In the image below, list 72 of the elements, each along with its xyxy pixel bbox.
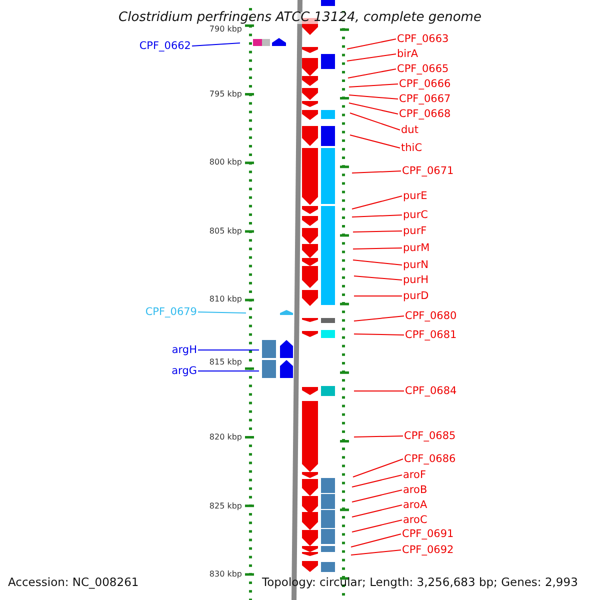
leader-line bbox=[348, 84, 398, 88]
gene-label: aroA bbox=[403, 499, 428, 511]
axis-tick-label: 800 kbp bbox=[208, 158, 243, 166]
leader-line bbox=[348, 102, 398, 114]
gene-label: CPF_0679 bbox=[145, 306, 197, 318]
leader-line bbox=[352, 490, 402, 502]
leader-line bbox=[346, 38, 396, 50]
axis-tick-label: 820 kbp bbox=[208, 432, 243, 442]
leader-line bbox=[198, 312, 246, 314]
genome-info-text: Topology: circular; Length: 3,256,683 bp; Genes: 2,993 bbox=[262, 576, 578, 588]
leader-line bbox=[354, 390, 404, 392]
leader-line bbox=[352, 170, 402, 174]
gene-label: purD bbox=[403, 290, 429, 302]
gene-label: thiC bbox=[401, 142, 422, 154]
leader-line bbox=[352, 230, 402, 232]
leader-line bbox=[350, 134, 400, 148]
axis-tick-label: 795 kbp bbox=[208, 90, 243, 98]
gene-label: aroC bbox=[403, 514, 428, 526]
axis-tick-label: 790 kbp bbox=[208, 24, 243, 34]
gene-label: purN bbox=[403, 259, 428, 271]
gene-label: purM bbox=[403, 242, 430, 254]
gene-label: purH bbox=[403, 274, 429, 286]
leader-line bbox=[350, 534, 402, 548]
axis-tick-label: 810 kbp bbox=[208, 294, 243, 304]
gene-label: CPF_0692 bbox=[402, 544, 454, 556]
gene-label: CPF_0680 bbox=[405, 310, 457, 322]
axis-tick-label: 825 kbp bbox=[208, 502, 243, 510]
gene-label: aroF bbox=[403, 469, 426, 481]
axis-tick-label: 830 kbp bbox=[208, 570, 243, 578]
leader-line bbox=[348, 68, 396, 78]
leader-line bbox=[352, 520, 402, 532]
axis-tick-label: 815 kbp bbox=[208, 358, 243, 366]
title: Clostridium perfringens ATCC 13124, complete genome bbox=[118, 12, 482, 24]
leader-line bbox=[346, 54, 396, 62]
leader-line bbox=[198, 370, 260, 372]
gene-label: CPF_0666 bbox=[399, 78, 451, 90]
leader-line bbox=[354, 436, 404, 438]
leader-line bbox=[354, 316, 404, 322]
gene-label: CPF_0681 bbox=[405, 329, 457, 341]
leader-line bbox=[354, 334, 404, 336]
leader-line bbox=[352, 458, 404, 478]
gene-label: CPF_0686 bbox=[404, 453, 456, 465]
leader-line bbox=[352, 504, 402, 518]
leader-line bbox=[352, 214, 402, 218]
gene-label: birA bbox=[397, 48, 418, 60]
leader-line bbox=[350, 550, 402, 556]
gene-label: CPF_0691 bbox=[402, 528, 454, 540]
gene-label: CPF_0671 bbox=[402, 165, 454, 177]
leader-line bbox=[192, 42, 240, 46]
leader-line bbox=[352, 260, 402, 266]
gene-label: dut bbox=[401, 124, 418, 136]
gene-label: CPF_0667 bbox=[399, 93, 451, 105]
gene-label: CPF_0665 bbox=[397, 63, 449, 75]
gene-label: purF bbox=[403, 225, 427, 237]
axis-tick-label: 805 kbp bbox=[208, 226, 243, 236]
gene-label: aroB bbox=[403, 484, 428, 496]
accession-text: Accession: NC_008261 bbox=[8, 576, 139, 588]
gene-label: argH bbox=[172, 344, 197, 356]
leader-line bbox=[352, 474, 402, 488]
leader-line bbox=[348, 94, 398, 100]
gene-label: purC bbox=[403, 209, 428, 221]
gene-label: CPF_0685 bbox=[404, 430, 456, 442]
gene-label: CPF_0662 bbox=[139, 40, 191, 52]
leader-line bbox=[352, 248, 402, 250]
leader-line bbox=[352, 196, 402, 210]
gene-label: CPF_0684 bbox=[405, 385, 457, 397]
gene-label: argG bbox=[172, 365, 197, 377]
gene-label: purE bbox=[403, 190, 428, 202]
leader-line bbox=[350, 112, 400, 130]
leader-line bbox=[354, 276, 402, 280]
gene-label: CPF_0668 bbox=[399, 108, 451, 120]
gene-label: CPF_0663 bbox=[397, 33, 449, 45]
